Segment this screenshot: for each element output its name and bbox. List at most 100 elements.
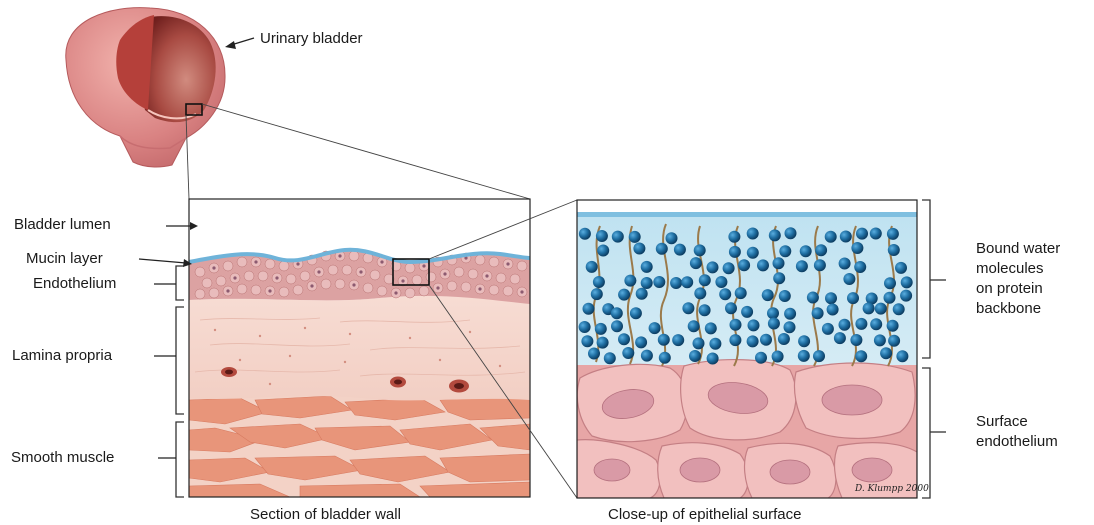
water-molecule — [798, 335, 810, 347]
water-molecule — [812, 307, 824, 319]
water-molecule — [839, 258, 851, 270]
water-molecule — [870, 318, 882, 330]
water-molecule — [815, 244, 827, 256]
water-molecule — [699, 274, 711, 286]
water-molecule — [635, 336, 647, 348]
water-molecule — [630, 307, 642, 319]
water-molecule — [741, 306, 753, 318]
water-molecule — [762, 289, 774, 301]
water-molecule — [767, 307, 779, 319]
bladder-illustration — [66, 8, 225, 167]
water-molecule — [641, 277, 653, 289]
water-molecule — [757, 259, 769, 271]
water-molecule — [641, 261, 653, 273]
water-molecule — [800, 245, 812, 257]
artist-signature: D. Klumpp 2000 — [855, 484, 929, 494]
water-molecule — [901, 276, 913, 288]
label-surface-endothelium: Surface endothelium — [976, 412, 1058, 452]
water-molecule — [641, 350, 653, 362]
right-brackets — [922, 200, 946, 498]
water-molecule — [725, 302, 737, 314]
water-molecule — [674, 244, 686, 256]
water-molecule — [834, 332, 846, 344]
water-molecule — [847, 292, 859, 304]
water-molecule — [618, 333, 630, 345]
water-molecule — [581, 335, 593, 347]
water-molecule — [839, 319, 851, 331]
water-molecule — [591, 288, 603, 300]
water-molecule — [755, 352, 767, 364]
water-molecule — [887, 228, 899, 240]
water-molecule — [689, 350, 701, 362]
water-molecule — [851, 242, 863, 254]
surface-endothelium-line-1: Surface — [976, 412, 1058, 432]
water-molecule — [699, 304, 711, 316]
water-molecule — [596, 230, 608, 242]
water-molecule — [827, 304, 839, 316]
water-molecule — [730, 319, 742, 331]
water-molecule — [579, 228, 591, 240]
surface-endothelium-line-2: endothelium — [976, 432, 1058, 452]
water-molecule — [694, 287, 706, 299]
water-molecule — [659, 352, 671, 364]
water-molecule — [896, 350, 908, 362]
water-molecule — [773, 257, 785, 269]
water-molecule — [747, 228, 759, 240]
water-molecule — [814, 259, 826, 271]
water-molecule — [880, 347, 892, 359]
water-molecule — [670, 277, 682, 289]
water-molecule — [747, 247, 759, 259]
water-molecule — [893, 303, 905, 315]
bound-water-line-2: molecules — [976, 259, 1060, 279]
water-molecule — [798, 350, 810, 362]
water-molecule — [707, 261, 719, 273]
label-endothelium: Endothelium — [33, 275, 116, 293]
label-mucin-layer: Mucin layer — [26, 250, 103, 268]
label-bladder-lumen: Bladder lumen — [14, 216, 111, 234]
water-molecule — [779, 245, 791, 257]
water-molecule — [595, 323, 607, 335]
water-molecule — [618, 289, 630, 301]
bound-water-line-4: backbone — [976, 299, 1060, 319]
water-molecule — [887, 320, 899, 332]
water-molecule — [629, 231, 641, 243]
water-molecule — [579, 321, 591, 333]
water-molecule — [593, 276, 605, 288]
section-panel — [189, 199, 530, 497]
water-molecule — [772, 351, 784, 363]
water-molecule — [748, 319, 760, 331]
water-molecule — [653, 276, 665, 288]
water-molecule — [825, 231, 837, 243]
water-molecule — [681, 276, 693, 288]
water-molecule — [611, 320, 623, 332]
water-molecule — [747, 335, 759, 347]
water-molecule — [656, 243, 668, 255]
water-molecule — [588, 348, 600, 360]
water-molecule — [884, 277, 896, 289]
water-molecule — [693, 337, 705, 349]
water-molecule — [778, 333, 790, 345]
water-molecule — [870, 228, 882, 240]
water-molecule — [779, 290, 791, 302]
water-molecule — [705, 322, 717, 334]
water-molecule — [900, 290, 912, 302]
water-molecule — [840, 231, 852, 243]
water-molecule — [784, 321, 796, 333]
closeup-panel — [577, 200, 917, 498]
left-brackets — [176, 266, 184, 497]
water-molecule — [597, 337, 609, 349]
water-molecule — [649, 322, 661, 334]
label-urinary-bladder: Urinary bladder — [260, 30, 363, 48]
water-molecule — [888, 335, 900, 347]
water-molecule — [707, 353, 719, 365]
label-bound-water: Bound water molecules on protein backbon… — [976, 239, 1060, 319]
water-molecule — [633, 243, 645, 255]
water-molecule — [694, 244, 706, 256]
water-molecule — [825, 292, 837, 304]
water-molecule — [586, 261, 598, 273]
water-molecule — [666, 232, 678, 244]
water-molecule — [735, 287, 747, 299]
water-molecule — [597, 245, 609, 257]
water-molecule — [854, 261, 866, 273]
water-molecule — [895, 262, 907, 274]
